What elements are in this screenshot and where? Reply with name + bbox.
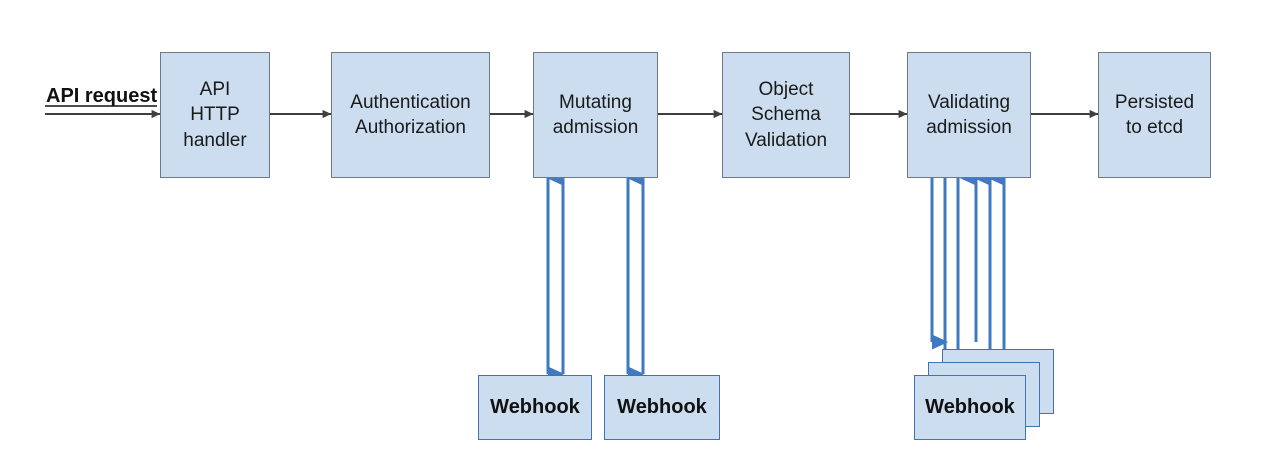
stage-box-api-http-handler: API HTTP handler — [160, 52, 270, 178]
webhook-call-arrows — [546, 170, 1006, 382]
webhook-label-mutating-webhook-1: Webhook — [490, 396, 580, 418]
webhook-label-mutating-webhook-2: Webhook — [617, 396, 707, 418]
stage-box-authn-authz: Authentication Authorization — [331, 52, 490, 178]
stage-box-object-schema: Object Schema Validation — [722, 52, 850, 178]
stage-label-validating-admission: Validating admission — [926, 91, 1012, 138]
webhook-box-mutating-webhook-2: Webhook — [604, 375, 720, 440]
stage-box-mutating-admission: Mutating admission — [533, 52, 658, 178]
webhook-box-mutating-webhook-1: Webhook — [478, 375, 592, 440]
stage-label-mutating-admission: Mutating admission — [552, 91, 639, 138]
stage-label-authn-authz: Authentication Authorization — [350, 91, 471, 138]
api-request-label: API request — [46, 85, 158, 107]
stage-box-validating-admission: Validating admission — [907, 52, 1031, 178]
stage-label-api-http-handler: API HTTP handler — [183, 79, 247, 151]
webhook-box-validating-webhook: Webhook — [914, 375, 1026, 440]
stage-label-persisted-etcd: Persisted to etcd — [1114, 91, 1195, 138]
stage-label-object-schema: Object Schema Validation — [744, 79, 828, 151]
webhook-label-validating-webhook: Webhook — [925, 396, 1015, 418]
stage-box-persisted-etcd: Persisted to etcd — [1098, 52, 1211, 178]
